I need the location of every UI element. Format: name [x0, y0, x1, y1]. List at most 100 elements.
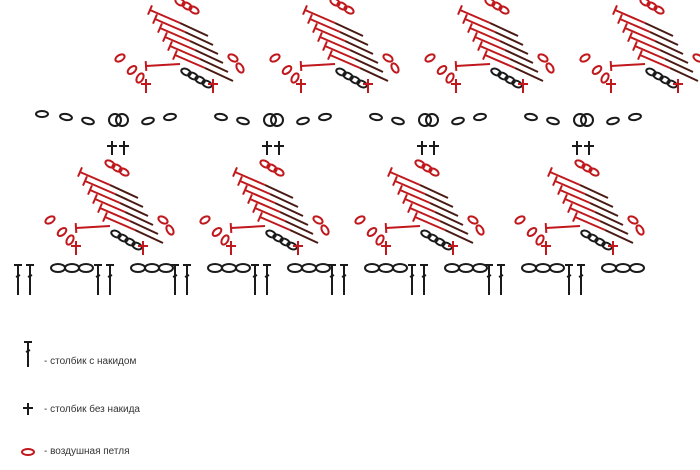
dc-stem-dark [349, 49, 379, 64]
chain-stitch [666, 79, 678, 89]
chain-stitch [606, 116, 620, 126]
fan-motif [489, 22, 544, 82]
chain-stitch [587, 233, 599, 243]
double-crochet [392, 176, 426, 195]
chain-stitch [588, 167, 600, 177]
dc-stem [409, 207, 441, 222]
dc-stem [145, 63, 181, 67]
double-crochet [82, 176, 116, 195]
dc-stem-dark [344, 40, 374, 55]
chain-stitch [635, 224, 645, 236]
double-crochet [407, 203, 441, 222]
chain-stitch [118, 167, 130, 177]
double-crochet [472, 32, 506, 51]
chain-stitch [214, 112, 228, 122]
chain-stitch [236, 116, 250, 126]
chain-stitch [441, 241, 453, 251]
double-crochet [397, 185, 431, 204]
dc-stem [614, 9, 646, 24]
double-crochet [408, 264, 416, 295]
dc-stem [79, 171, 111, 186]
dc-stem [169, 45, 201, 60]
chain-stitch [549, 263, 565, 273]
dc-stem-dark [504, 49, 534, 64]
dc-stem-dark [289, 229, 319, 244]
double-crochet [263, 264, 271, 295]
double-crochet [328, 264, 336, 295]
chain-stitch [342, 71, 354, 81]
single-crochet [608, 241, 618, 255]
chain-stitch [591, 65, 603, 75]
double-crochet [162, 32, 196, 51]
fan-motif [334, 22, 389, 82]
double-crochet [467, 23, 501, 42]
chain-stitch [130, 263, 146, 273]
chain-stitch [78, 263, 94, 273]
dc-stem-dark [604, 229, 634, 244]
chain-stitch [600, 72, 610, 84]
chain-stitch [56, 227, 68, 237]
chain-stitch [343, 5, 355, 15]
dc-stem [554, 180, 586, 195]
double-crochet [77, 167, 111, 186]
dc-stem [404, 198, 436, 213]
dc-stem-dark [499, 40, 529, 55]
dc-mark [566, 274, 572, 278]
dc-stem [304, 9, 336, 24]
dc-stem-dark [654, 40, 684, 55]
dc-stem-dark [444, 229, 474, 244]
dc-stem [394, 180, 426, 195]
double-crochet [572, 212, 606, 231]
fan-motif [179, 22, 234, 82]
double-crochet [565, 264, 573, 295]
dc-stem-dark [424, 193, 454, 208]
double-crochet [544, 222, 581, 234]
dc-stem-dark [514, 67, 544, 82]
dc-stem [249, 198, 281, 213]
dc-stem [389, 171, 421, 186]
dc-stem-dark [189, 40, 219, 55]
double-crochet-icon [12, 340, 44, 368]
chain-stitch [158, 263, 174, 273]
chain-stitch [490, 67, 502, 77]
single-crochet [274, 141, 284, 155]
dc-stem-dark [269, 193, 299, 208]
double-crochet [567, 203, 601, 222]
legend-item-single-crochet: - столбик без накида [12, 402, 140, 416]
chain-stitch [165, 224, 175, 236]
chain-stitch [451, 116, 465, 126]
chain-stitch [81, 116, 95, 126]
chain-stitch [639, 0, 651, 7]
dc-stem-dark [419, 184, 449, 199]
double-crochet [87, 185, 121, 204]
chain-stitch [265, 229, 277, 239]
dc-stem [99, 207, 131, 222]
ring-stitch [270, 113, 284, 127]
dc-stem [459, 9, 491, 24]
double-crochet [612, 5, 646, 24]
double-crochet [152, 14, 186, 33]
chain-stitch [273, 167, 285, 177]
chain-stitch [473, 112, 487, 122]
chain-stitch [141, 116, 155, 126]
dc-stem [174, 54, 206, 69]
single-crochet [572, 141, 582, 155]
double-crochet [299, 60, 336, 72]
chain-stitch [259, 159, 271, 169]
single-crochet [293, 241, 303, 255]
dc-stem [104, 216, 136, 231]
chain-stitch [390, 62, 400, 74]
dc-stem-dark [594, 211, 624, 226]
dc-stem [230, 225, 266, 229]
dc-stem [84, 180, 116, 195]
chain-stitch [354, 215, 366, 225]
chain-stitch [64, 263, 80, 273]
chain-stitch [312, 215, 324, 225]
chain-stitch [445, 72, 455, 84]
dc-stem [94, 198, 126, 213]
dc-stem-dark [489, 22, 519, 37]
chain-stitch [59, 112, 73, 122]
double-crochet [257, 212, 291, 231]
dc-stem-dark [354, 58, 384, 73]
